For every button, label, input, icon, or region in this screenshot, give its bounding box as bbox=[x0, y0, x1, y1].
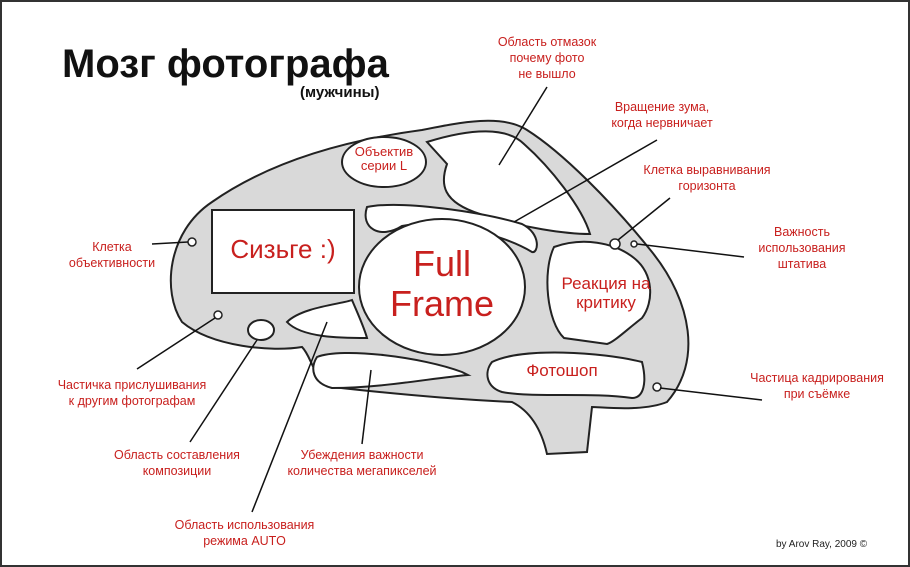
sizge-label: Сизьге :) bbox=[230, 234, 336, 264]
page-subtitle: (мужчины) bbox=[300, 84, 380, 101]
lens-region bbox=[341, 136, 427, 188]
excuses-region bbox=[425, 130, 592, 236]
sizge-region bbox=[211, 209, 355, 294]
photoshop-label: Фотошоп bbox=[526, 361, 598, 380]
auto-region bbox=[285, 298, 369, 340]
megapixel-region bbox=[312, 352, 472, 390]
label-zoom: Вращение зума,когда нервничает bbox=[611, 100, 713, 130]
photoshop-region bbox=[486, 351, 646, 400]
leader-lines bbox=[136, 86, 763, 513]
author-credit: by Arov Ray, 2009 © bbox=[776, 539, 868, 550]
composition-cell bbox=[247, 319, 275, 341]
page-title: Мозг фотографа bbox=[62, 42, 389, 86]
full-frame-region bbox=[358, 218, 526, 356]
zoom-region bbox=[364, 203, 538, 254]
